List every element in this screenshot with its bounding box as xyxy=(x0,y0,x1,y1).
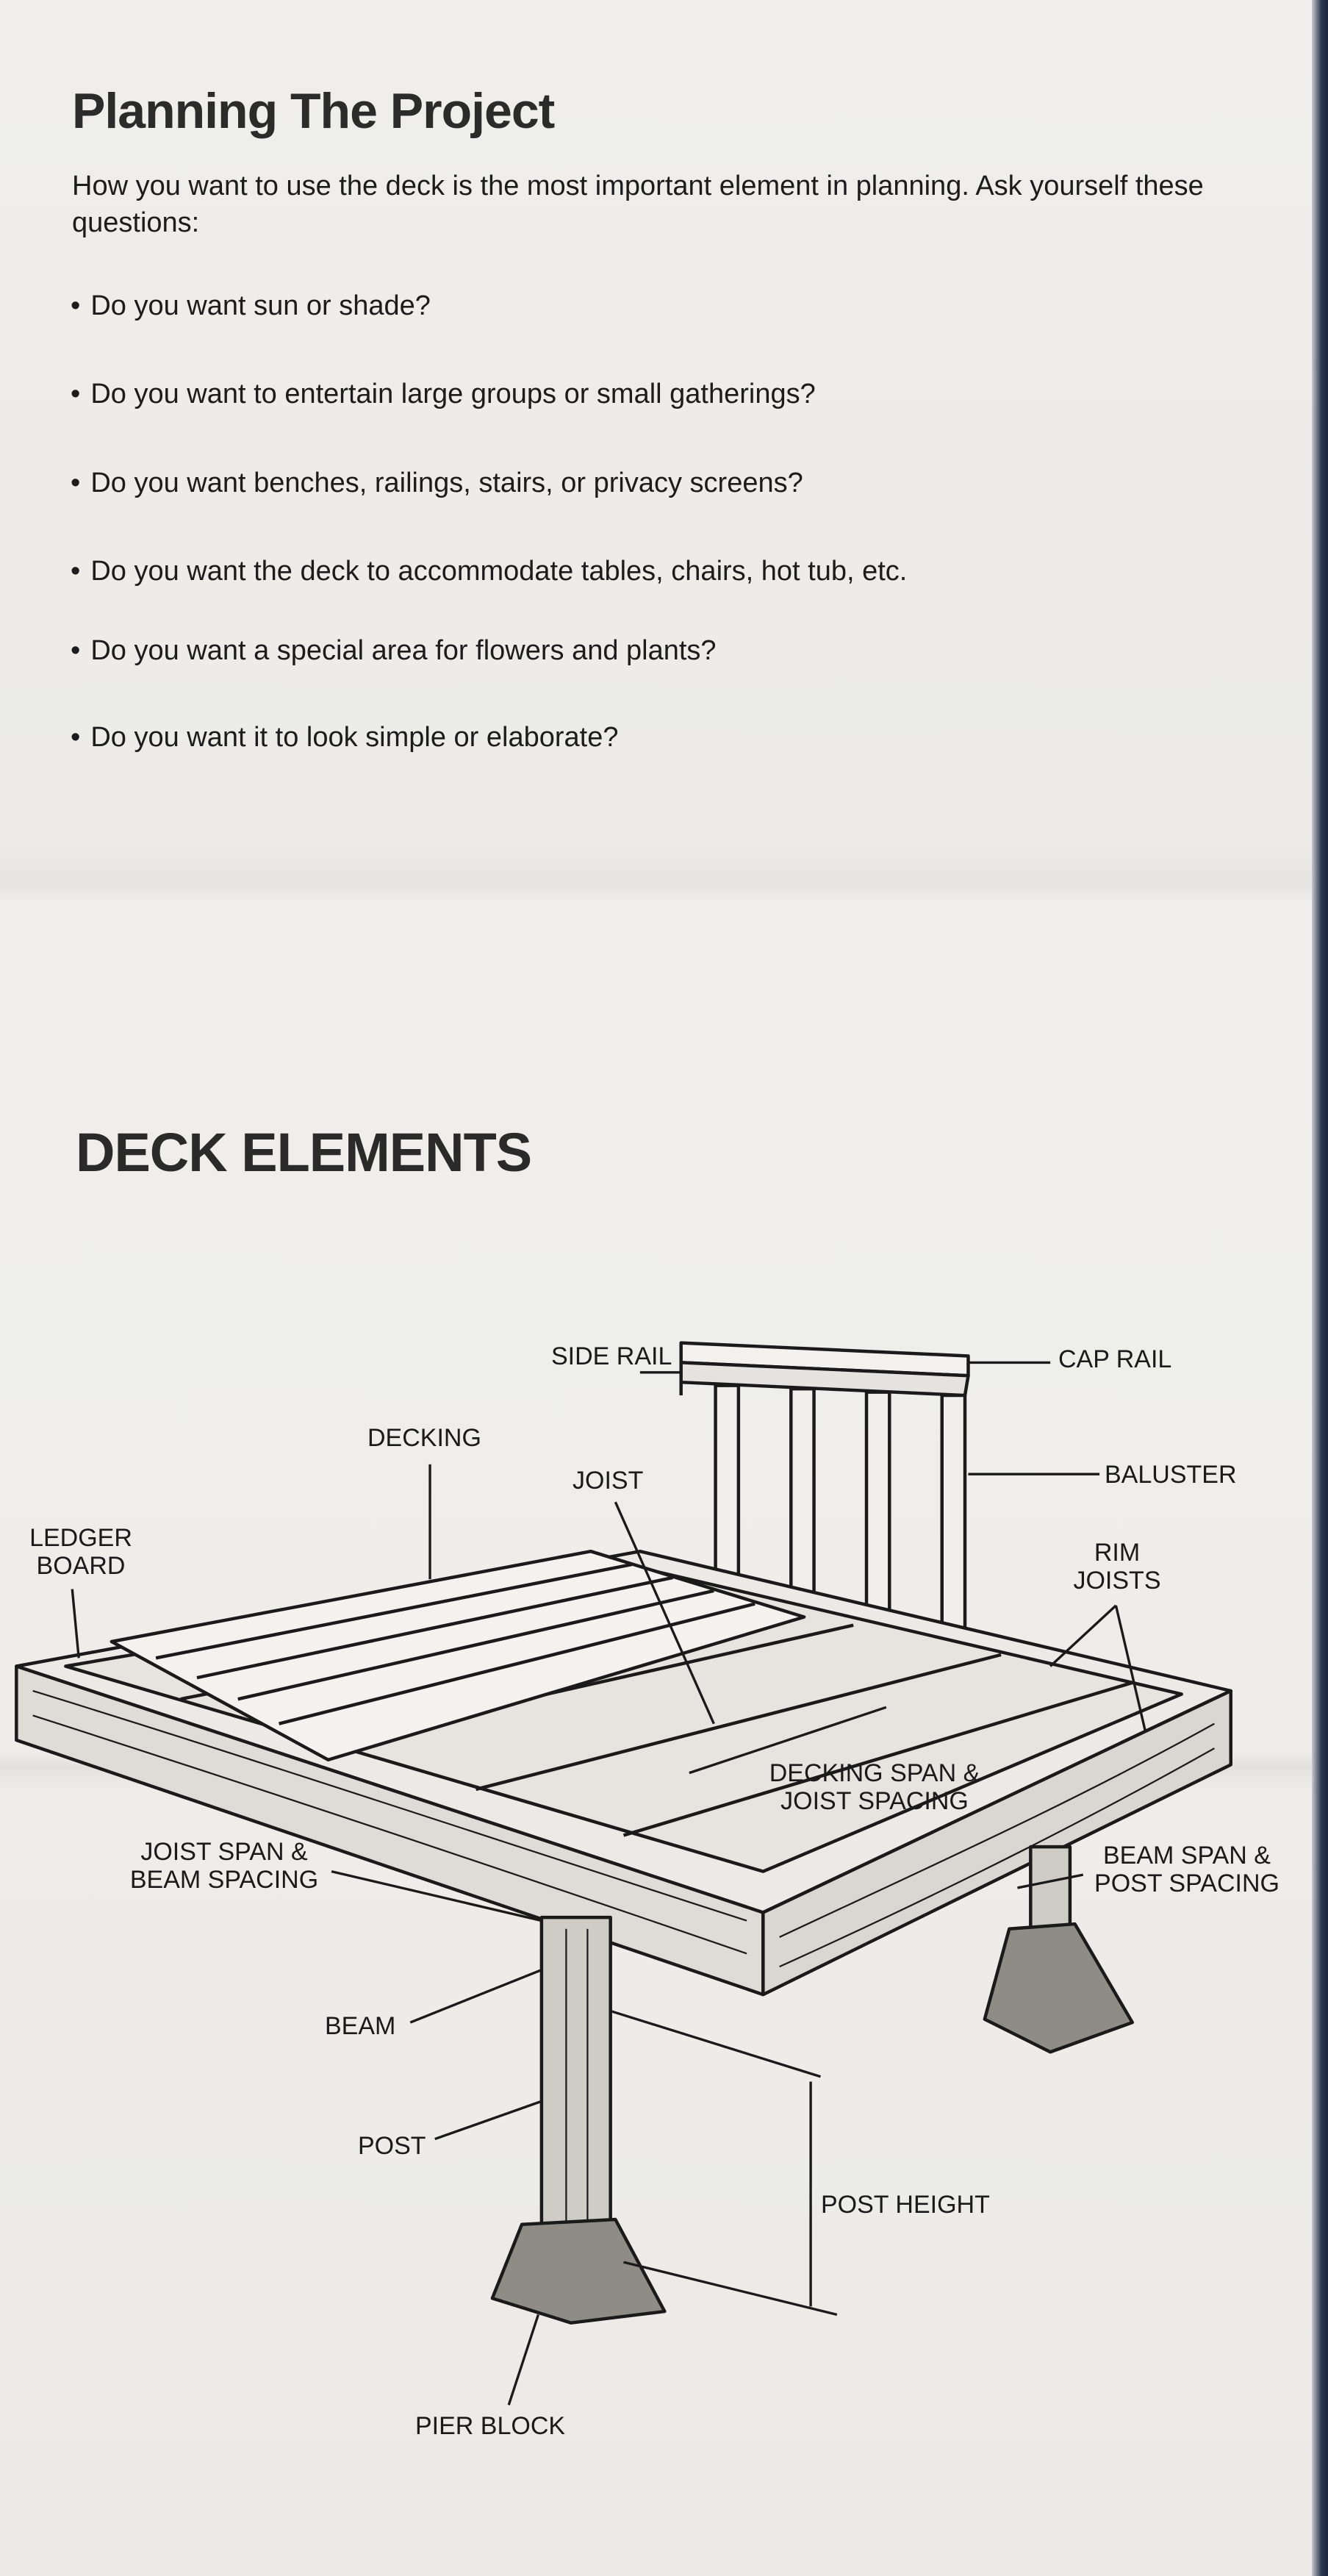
label-beam: BEAM xyxy=(325,2012,396,2040)
label-post: POST xyxy=(358,2132,426,2160)
post xyxy=(539,1915,612,2231)
rim-joist-face xyxy=(761,1689,1232,1997)
railing xyxy=(679,1341,970,1644)
bullet-item: •Do you want benches, railings, stairs, … xyxy=(71,468,803,498)
label-post-height: POST HEIGHT xyxy=(821,2191,990,2219)
bullet-item: •Do you want the deck to accommodate tab… xyxy=(71,556,908,587)
bullet-item: •Do you want to entertain large groups o… xyxy=(71,379,816,409)
label-baluster: BALUSTER xyxy=(1105,1461,1237,1489)
planning-intro: How you want to use the deck is the most… xyxy=(72,171,1204,238)
label-pier-block: PIER BLOCK xyxy=(415,2412,566,2440)
label-decking: DECKING xyxy=(367,1424,481,1452)
page-edge xyxy=(1312,0,1328,2576)
planning-title: Planning The Project xyxy=(72,83,555,139)
decking xyxy=(110,1549,806,1762)
bullet-item: •Do you want a special area for flowers … xyxy=(71,635,717,666)
label-beam-span: BEAM SPAN & POST SPACING xyxy=(1094,1842,1279,1897)
label-joist: JOIST xyxy=(573,1467,644,1495)
bullet-item: •Do you want it to look simple or elabor… xyxy=(71,722,619,753)
label-rim-joists: RIM JOISTS xyxy=(1073,1539,1161,1595)
label-cap-rail: CAP RAIL xyxy=(1058,1345,1172,1373)
label-joist-span: JOIST SPAN & BEAM SPACING xyxy=(129,1838,319,1894)
bullet-item: •Do you want sun or shade? xyxy=(71,290,431,321)
label-side-rail: SIDE RAIL xyxy=(551,1342,672,1370)
pier-block xyxy=(490,2217,667,2325)
label-ledger-board: LEDGER BOARD xyxy=(29,1524,132,1580)
deck-elements-title: DECK ELEMENTS xyxy=(76,1122,532,1183)
label-decking-span: DECKING SPAN & JOIST SPACING xyxy=(769,1759,980,1815)
